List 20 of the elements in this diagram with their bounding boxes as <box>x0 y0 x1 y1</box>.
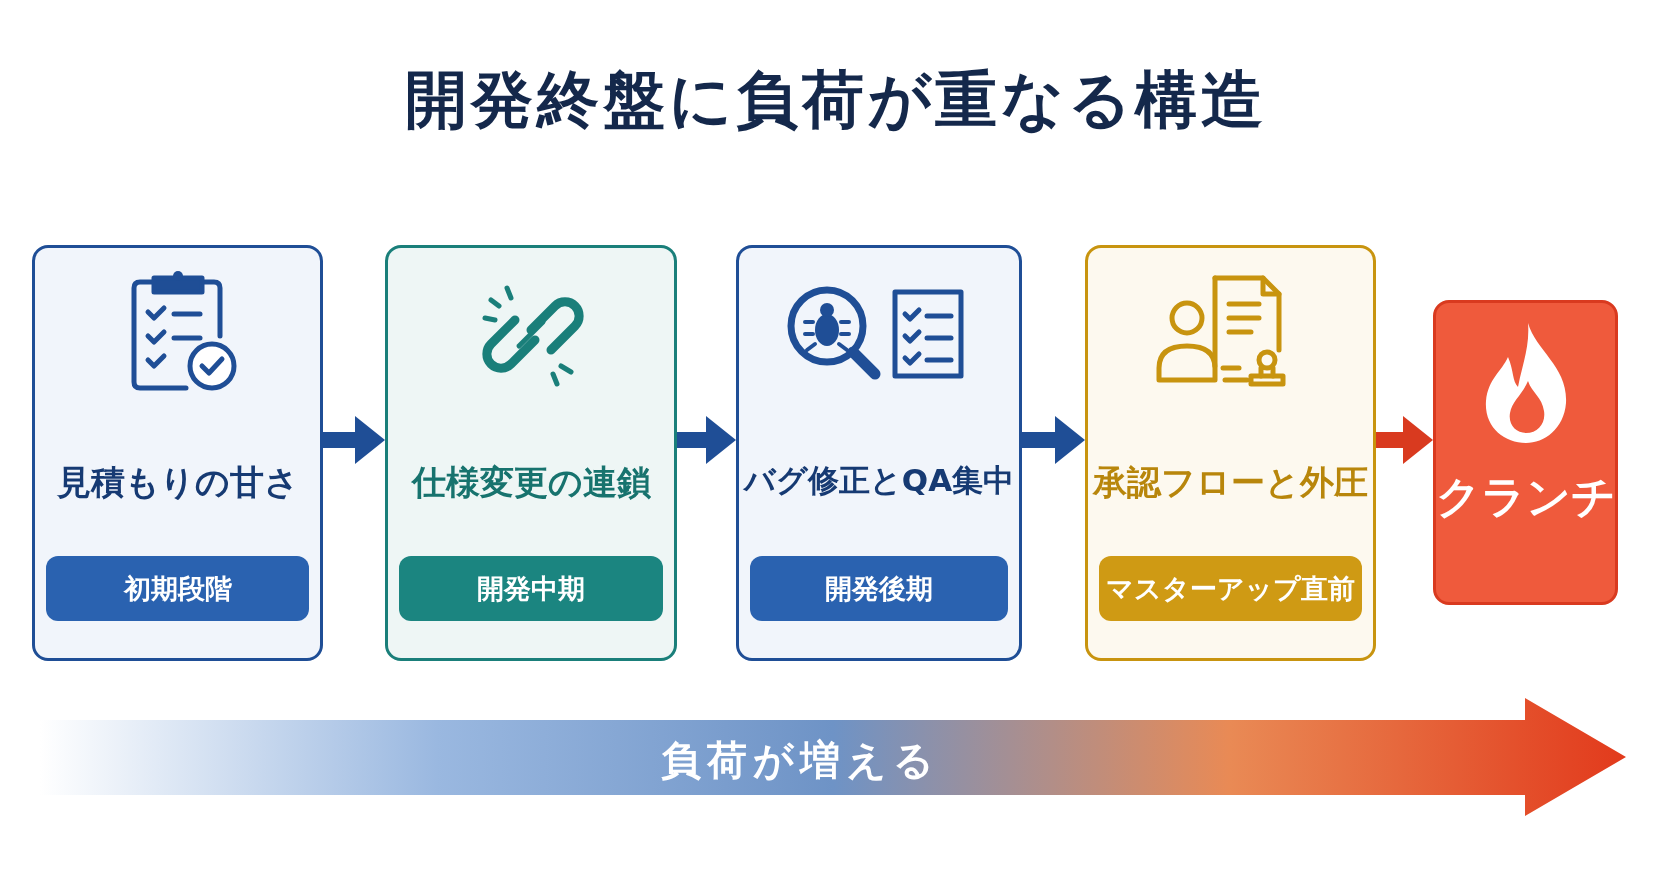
stage-title: 承認フローと外圧 <box>1091 461 1369 504</box>
stage-card <box>736 245 1022 661</box>
arrow <box>1376 416 1433 464</box>
phase-badge: 初期段階 <box>46 556 309 621</box>
title: 開発終盤に負荷が重なる構造 <box>404 62 1268 138</box>
arrow-label: 負荷が増える <box>659 736 941 785</box>
arrow <box>677 416 736 464</box>
stage-card <box>32 245 323 661</box>
stage-title: バグ修正とQA集中 <box>742 461 1016 500</box>
stage-title: 仕様変更の連鎖 <box>410 461 652 504</box>
arrow <box>323 416 385 464</box>
stage-card <box>1085 245 1376 661</box>
phase-badge: マスターアップ直前 <box>1099 556 1362 621</box>
phase-badge: 開発中期 <box>399 556 663 621</box>
stage-card <box>385 245 677 661</box>
arrow <box>1022 416 1085 464</box>
result-box <box>1433 300 1618 605</box>
result-label: クランチ <box>1436 470 1615 524</box>
stage-title: 見積もりの甘さ <box>55 461 300 504</box>
phase-badge: 開発後期 <box>750 556 1008 621</box>
